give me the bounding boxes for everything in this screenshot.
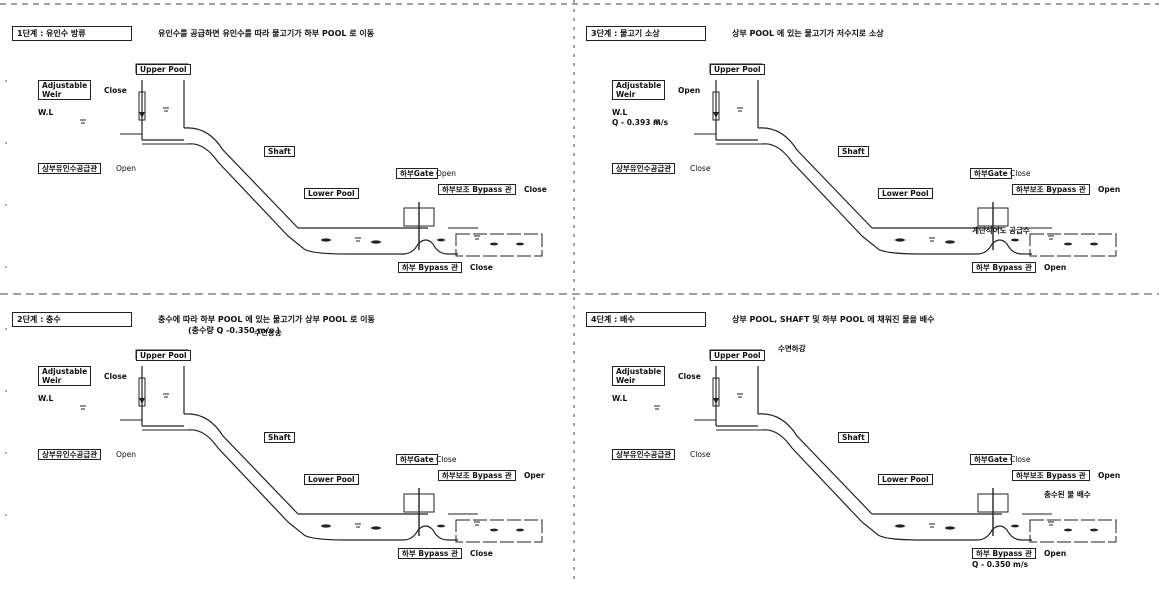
- shaft-label: Shaft: [264, 432, 295, 443]
- lower-bypass-state: Close: [470, 549, 493, 558]
- panel-step-1: 1단계 : 유인수 방류 유인수를 공급하면 유인수를 따라 물고기가 하부 P…: [8, 22, 576, 306]
- upper-pool-label: Upper Pool: [710, 64, 765, 75]
- fishway-diagram: [80, 63, 543, 257]
- fishway-diagram: [654, 349, 1117, 543]
- step-title: 2단계 : 충수: [12, 312, 132, 327]
- annotation-note: 수면하강: [778, 344, 806, 353]
- weir-state: Close: [678, 372, 701, 381]
- water-level-label: W.L: [38, 394, 54, 403]
- upper-supply-pipe-state: Open: [116, 164, 137, 173]
- water-level-label: W.L: [612, 108, 628, 117]
- step-description: 상부 POOL 에 있는 물고기가 저수지로 소상: [732, 29, 884, 38]
- lower-bypass-state: Open: [1044, 549, 1067, 558]
- lower-gate-state: Open: [436, 169, 457, 178]
- shaft-label: Shaft: [264, 146, 295, 157]
- step-description: 유인수를 공급하면 유인수를 따라 물고기가 하부 POOL 로 이동: [158, 29, 375, 38]
- lower-gate-state: Close: [1010, 169, 1031, 178]
- water-level-label: W.L: [612, 394, 628, 403]
- adjustable-weir-label: Adjustable Weir: [612, 366, 666, 386]
- step-title: 3단계 : 물고기 소상: [586, 26, 706, 41]
- aux-bypass-label: 하부보조 Bypass 관: [438, 184, 516, 195]
- fishway-diagram: [80, 349, 543, 543]
- lower-gate-state: Close: [1010, 455, 1031, 464]
- lower-gate-label: 하부Gate: [396, 168, 438, 179]
- upper-supply-pipe-label: 상부유인수공급관: [612, 163, 676, 174]
- step-description: 충수에 따라 하부 POOL 에 있는 물고기가 상부 POOL 로 이동: [158, 315, 375, 324]
- panel-step-4: 4단계 : 배수 상부 POOL, SHAFT 및 하부 POOL 에 채워진 …: [582, 308, 1150, 592]
- lower-bypass-state: Open: [1044, 263, 1067, 272]
- aux-bypass-state: Oper: [524, 471, 545, 480]
- weir-state: Close: [104, 372, 127, 381]
- shaft-label: Shaft: [838, 146, 869, 157]
- annotation-note: 수면상승: [254, 328, 282, 337]
- step-description-sub: (충수량 Q -0.350 m/s ): [188, 326, 280, 335]
- lower-bypass-label: 하부 Bypass 관: [972, 548, 1036, 559]
- upper-supply-pipe-state: Open: [116, 450, 137, 459]
- weir-state: Close: [104, 86, 127, 95]
- aux-bypass-label: 하부보조 Bypass 관: [438, 470, 516, 481]
- panel-step-3: 3단계 : 물고기 소상 상부 POOL 에 있는 물고기가 저수지로 소상 U…: [582, 22, 1150, 306]
- lower-pool-label: Lower Pool: [878, 188, 933, 199]
- adjustable-weir-label: Adjustable Weir: [38, 80, 92, 100]
- lower-gate-label: 하부Gate: [396, 454, 438, 465]
- aux-bypass-state: Close: [524, 185, 547, 194]
- annotation-note-2: 충수된 물 배수: [1044, 490, 1091, 499]
- upper-pool-label: Upper Pool: [136, 64, 191, 75]
- upper-supply-pipe-label: 상부유인수공급관: [612, 449, 676, 460]
- lower-pool-label: Lower Pool: [304, 474, 359, 485]
- lower-gate-state: Close: [436, 455, 457, 464]
- shaft-label: Shaft: [838, 432, 869, 443]
- upper-supply-pipe-label: 상부유인수공급관: [38, 449, 102, 460]
- upper-pool-label: Upper Pool: [136, 350, 191, 361]
- annotation-note: 계단식어도 공급수: [972, 226, 1030, 235]
- aux-bypass-label: 하부보조 Bypass 관: [1012, 184, 1090, 195]
- lower-bypass-label: 하부 Bypass 관: [398, 548, 462, 559]
- panel-step-2: 2단계 : 충수 충수에 따라 하부 POOL 에 있는 물고기가 상부 POO…: [8, 308, 576, 592]
- aux-bypass-label: 하부보조 Bypass 관: [1012, 470, 1090, 481]
- aux-bypass-state: Open: [1098, 471, 1121, 480]
- upper-supply-pipe-state: Close: [690, 164, 711, 173]
- lower-pool-label: Lower Pool: [878, 474, 933, 485]
- lower-bypass-label: 하부 Bypass 관: [972, 262, 1036, 273]
- adjustable-weir-label: Adjustable Weir: [612, 80, 666, 100]
- adjustable-weir-label: Adjustable Weir: [38, 366, 92, 386]
- drain-flow-label: Q - 0.350 m/s: [972, 560, 1029, 569]
- lower-gate-label: 하부Gate: [970, 168, 1012, 179]
- aux-bypass-state: Open: [1098, 185, 1121, 194]
- lower-gate-label: 하부Gate: [970, 454, 1012, 465]
- fishway-diagram: [654, 63, 1117, 257]
- step-title: 4단계 : 배수: [586, 312, 706, 327]
- lower-pool-label: Lower Pool: [304, 188, 359, 199]
- lower-bypass-label: 하부 Bypass 관: [398, 262, 462, 273]
- step-description: 상부 POOL, SHAFT 및 하부 POOL 에 채워진 물을 배수: [732, 315, 935, 324]
- step-title: 1단계 : 유인수 방류: [12, 26, 132, 41]
- flow-rate-label: Q - 0.393 m/s: [612, 118, 669, 127]
- water-level-label: W.L: [38, 108, 54, 117]
- upper-supply-pipe-label: 상부유인수공급관: [38, 163, 102, 174]
- weir-state: Open: [678, 86, 701, 95]
- lower-bypass-state: Close: [470, 263, 493, 272]
- upper-pool-label: Upper Pool: [710, 350, 765, 361]
- upper-supply-pipe-state: Close: [690, 450, 711, 459]
